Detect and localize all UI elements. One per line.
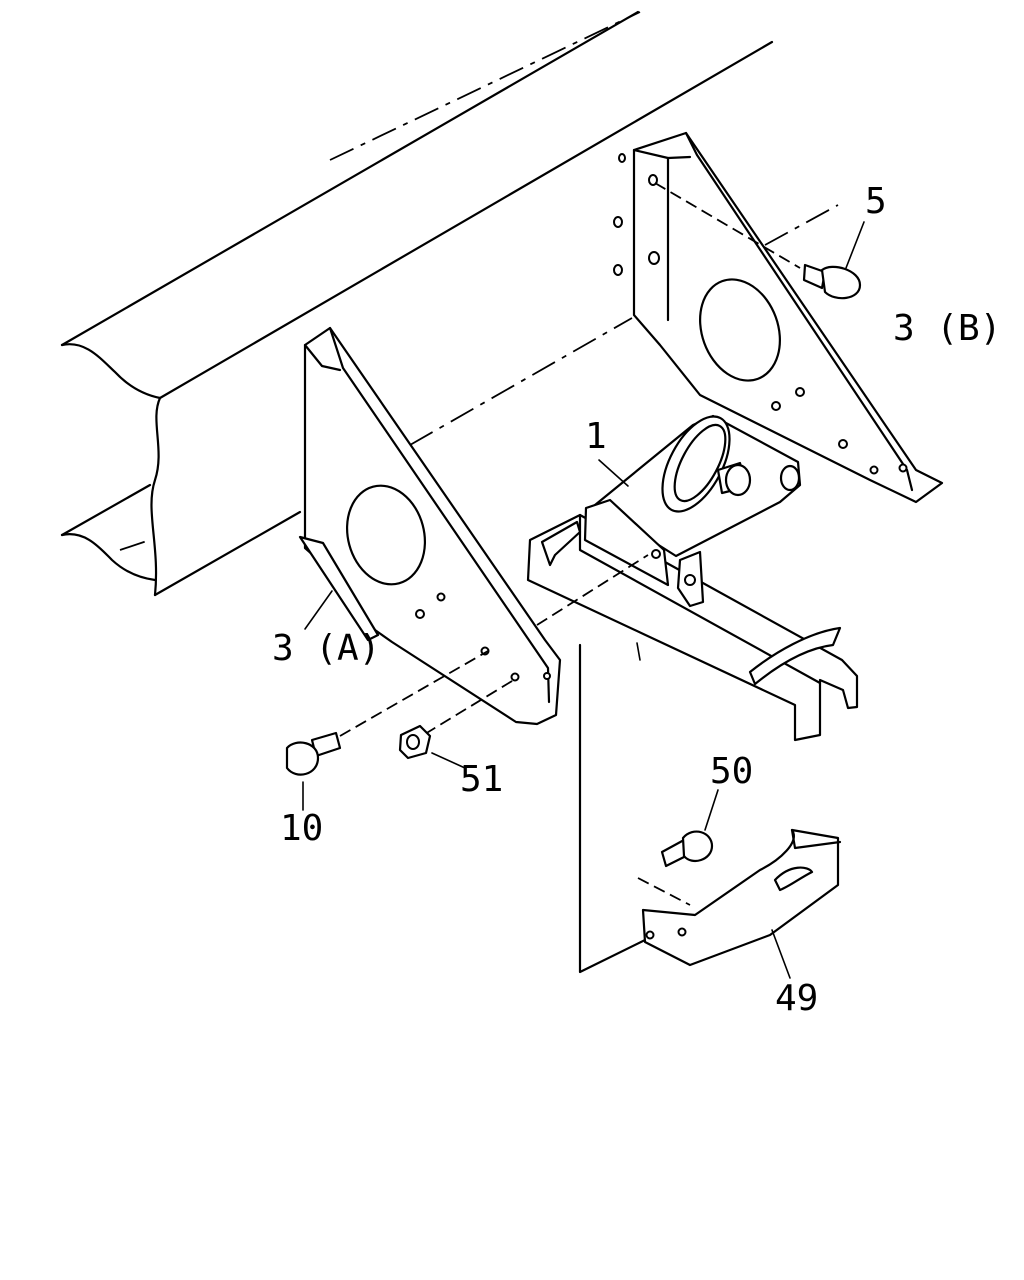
nut-51 [398,724,466,769]
callout-49: 49 [775,978,818,1019]
frame-rail [60,10,839,597]
callout-5: 5 [865,181,887,222]
callout-3b: 3 (B) [893,308,1001,349]
leader-49 [578,643,647,974]
callout-3a: 3 (A) [272,628,380,669]
bracket-3a [298,326,562,726]
bolt-10 [285,731,342,811]
winch-assembly [583,414,802,608]
bracket-49 [641,828,842,979]
support-channel [526,513,859,742]
bolt-5 [654,182,865,300]
callout-1: 1 [585,416,607,457]
bracket-3b [613,131,944,504]
callout-50: 50 [710,751,753,792]
callout-51: 51 [460,759,503,800]
callout-10: 10 [280,808,323,849]
bolt-50 [637,789,719,906]
